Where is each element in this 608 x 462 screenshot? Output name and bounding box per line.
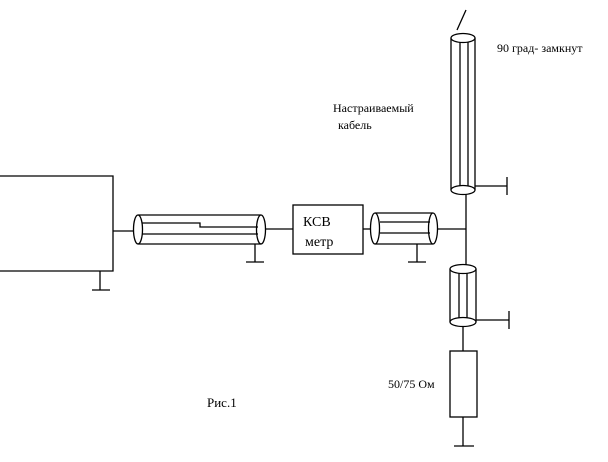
swr-meter-label-2: метр bbox=[305, 235, 333, 250]
cable-1-right-end bbox=[255, 214, 267, 245]
tuning-stub-cable bbox=[450, 32, 476, 196]
load-cable-ground bbox=[476, 311, 510, 329]
load-cable-top-end bbox=[449, 263, 477, 275]
load-cable-bottom-end bbox=[449, 316, 477, 328]
load-resistor bbox=[449, 350, 478, 418]
tuning-cable-label-1: Настраиваемый bbox=[333, 101, 414, 115]
coax-cable-1 bbox=[132, 214, 267, 245]
stub-top-end bbox=[450, 32, 476, 44]
cable-2-ground bbox=[408, 244, 426, 263]
cable-1-ground bbox=[246, 244, 264, 263]
stub-bottom-end bbox=[450, 184, 476, 196]
transmitter-ground bbox=[92, 271, 110, 291]
load-ground bbox=[454, 417, 474, 447]
swr-meter-label-1: КСВ bbox=[303, 215, 331, 230]
load-cable bbox=[449, 263, 477, 328]
load-label: 50/75 Ом bbox=[388, 377, 435, 391]
cable-2-right-end bbox=[427, 212, 439, 245]
cable-2-left-end bbox=[369, 212, 381, 245]
tuning-cable-label-2: кабель bbox=[338, 118, 372, 132]
cable-1-left-end bbox=[132, 214, 144, 245]
stub-top-short-lead bbox=[456, 9, 467, 31]
stub-note-label: 90 град- замкнут bbox=[497, 41, 583, 55]
transmitter-block bbox=[0, 175, 114, 272]
figure-caption: Рис.1 bbox=[207, 395, 237, 410]
coax-cable-2 bbox=[369, 212, 439, 245]
stub-ground bbox=[475, 177, 508, 195]
